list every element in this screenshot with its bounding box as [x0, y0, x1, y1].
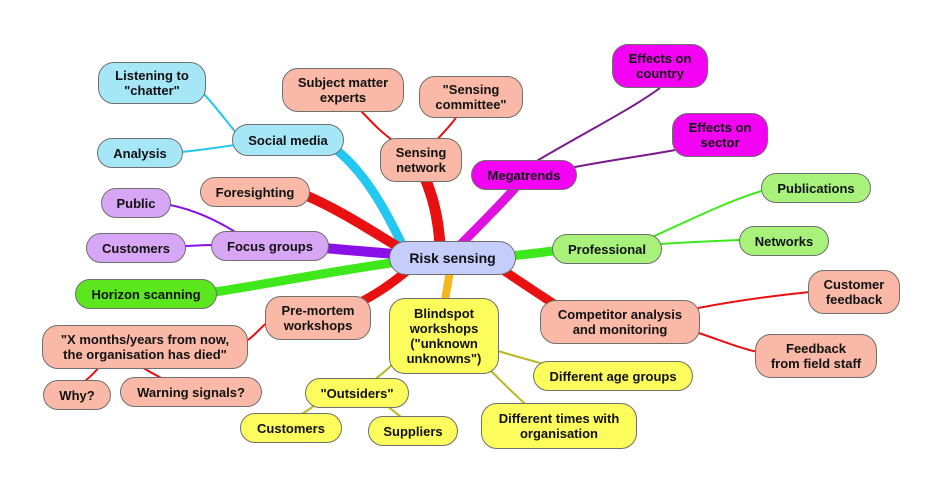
node-customers-focus: Customers	[86, 233, 186, 263]
node-listening-chatter: Listening to "chatter"	[98, 62, 206, 104]
node-warning-signals: Warning signals?	[120, 377, 262, 407]
center-node-risk-sensing: Risk sensing	[389, 241, 516, 275]
link-customer-feedback	[697, 291, 811, 309]
link-customers-focus	[184, 244, 214, 247]
node-effects-on-country: Effects on country	[612, 44, 708, 88]
node-customer-feedback: Customer feedback	[808, 270, 900, 314]
node-effects-on-sector: Effects on sector	[672, 113, 768, 157]
node-sensing-committee: "Sensing committee"	[419, 76, 523, 118]
branch-sensing-network	[419, 172, 446, 251]
node-horizon-scanning: Horizon scanning	[75, 279, 217, 309]
branch-megatrends	[455, 183, 520, 250]
link-effects-sector	[569, 149, 676, 169]
node-customers-outsiders: Customers	[240, 413, 342, 443]
node-competitor-analysis: Competitor analysis and monitoring	[540, 300, 700, 344]
node-publications: Publications	[761, 173, 871, 203]
node-outsiders: "Outsiders"	[305, 378, 409, 408]
branch-horizon	[210, 257, 403, 297]
node-public: Public	[101, 188, 171, 218]
node-suppliers: Suppliers	[368, 416, 458, 446]
node-feedback-field-staff: Feedback from field staff	[755, 334, 877, 378]
node-different-age-groups: Different age groups	[533, 361, 693, 391]
node-why: Why?	[43, 380, 111, 410]
link-analysis	[181, 144, 236, 153]
node-megatrends: Megatrends	[471, 160, 577, 190]
node-x-months-years: "X months/years from now, the organisati…	[42, 325, 248, 369]
node-analysis: Analysis	[97, 138, 183, 168]
link-field-feedback	[689, 329, 759, 353]
link-publications	[649, 189, 766, 239]
node-social-media: Social media	[232, 124, 344, 156]
node-focus-groups: Focus groups	[211, 231, 329, 261]
link-networks	[659, 239, 741, 245]
branch-social-media	[325, 140, 410, 255]
link-effects-country	[534, 87, 661, 163]
node-foresighting: Foresighting	[200, 177, 310, 207]
branch-foresighting	[300, 190, 405, 253]
node-sensing-network: Sensing network	[380, 138, 462, 182]
node-subject-matter-experts: Subject matter experts	[282, 68, 404, 112]
branch-focus-groups	[320, 243, 400, 259]
node-blindspot-workshops: Blindspot workshops ("unknown unknowns")	[389, 298, 499, 374]
node-different-times: Different times with organisation	[481, 403, 637, 449]
link-subject-experts	[359, 109, 396, 143]
link-listening	[199, 89, 239, 136]
link-times	[484, 364, 531, 409]
node-professional: Professional	[552, 234, 662, 264]
node-pre-mortem-workshops: Pre-mortem workshops	[265, 296, 371, 340]
node-networks: Networks	[739, 226, 829, 256]
